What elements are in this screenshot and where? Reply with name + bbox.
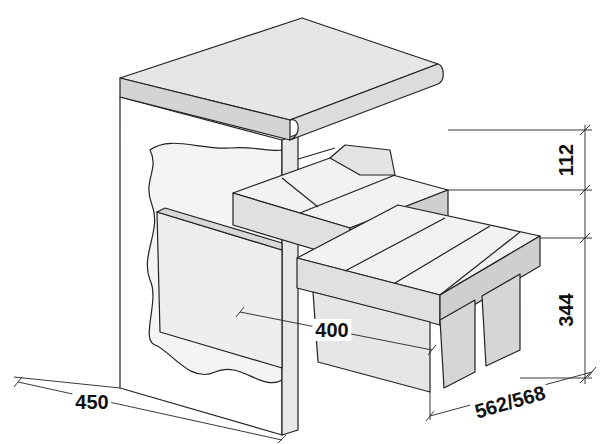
dimension-tick: [278, 435, 286, 443]
dimension-tick: [588, 367, 596, 377]
dimension-tick: [428, 345, 436, 355]
tray-insert: [330, 145, 395, 175]
dimension-tick: [580, 233, 590, 243]
dimension-tick: [426, 411, 434, 421]
cabinet-side: [120, 97, 282, 435]
dimension-tick: [580, 125, 590, 135]
extension-line: [448, 130, 592, 131]
countertop-front: [120, 78, 290, 140]
extension-line: [520, 378, 592, 379]
waste-bin: [440, 300, 475, 388]
dimension-lines: [14, 125, 596, 443]
dimension-line: [18, 382, 282, 440]
bin-divider: [395, 226, 490, 283]
bin-divider: [345, 218, 445, 271]
extension-line: [448, 190, 592, 191]
tray-divider: [300, 175, 395, 213]
dimension-label: 112: [555, 141, 577, 179]
dimension-label: 562/568: [469, 381, 550, 424]
waste-bin: [313, 292, 430, 392]
door-panel: [157, 212, 282, 368]
dimension-tick: [14, 377, 22, 387]
dimension-tick: [236, 307, 244, 317]
dimension-line: [585, 125, 586, 384]
countertop-edge: [290, 64, 443, 140]
dimension-tick: [580, 185, 590, 195]
cutaway-edge: [147, 143, 282, 382]
tray-divider: [282, 178, 318, 207]
dimension-label: 344: [555, 290, 577, 329]
dimension-label: 450: [72, 391, 111, 413]
waste-bin: [482, 274, 520, 366]
extension-line: [14, 377, 120, 388]
dimension-label: 400: [312, 319, 351, 341]
dimension-line: [240, 312, 432, 350]
